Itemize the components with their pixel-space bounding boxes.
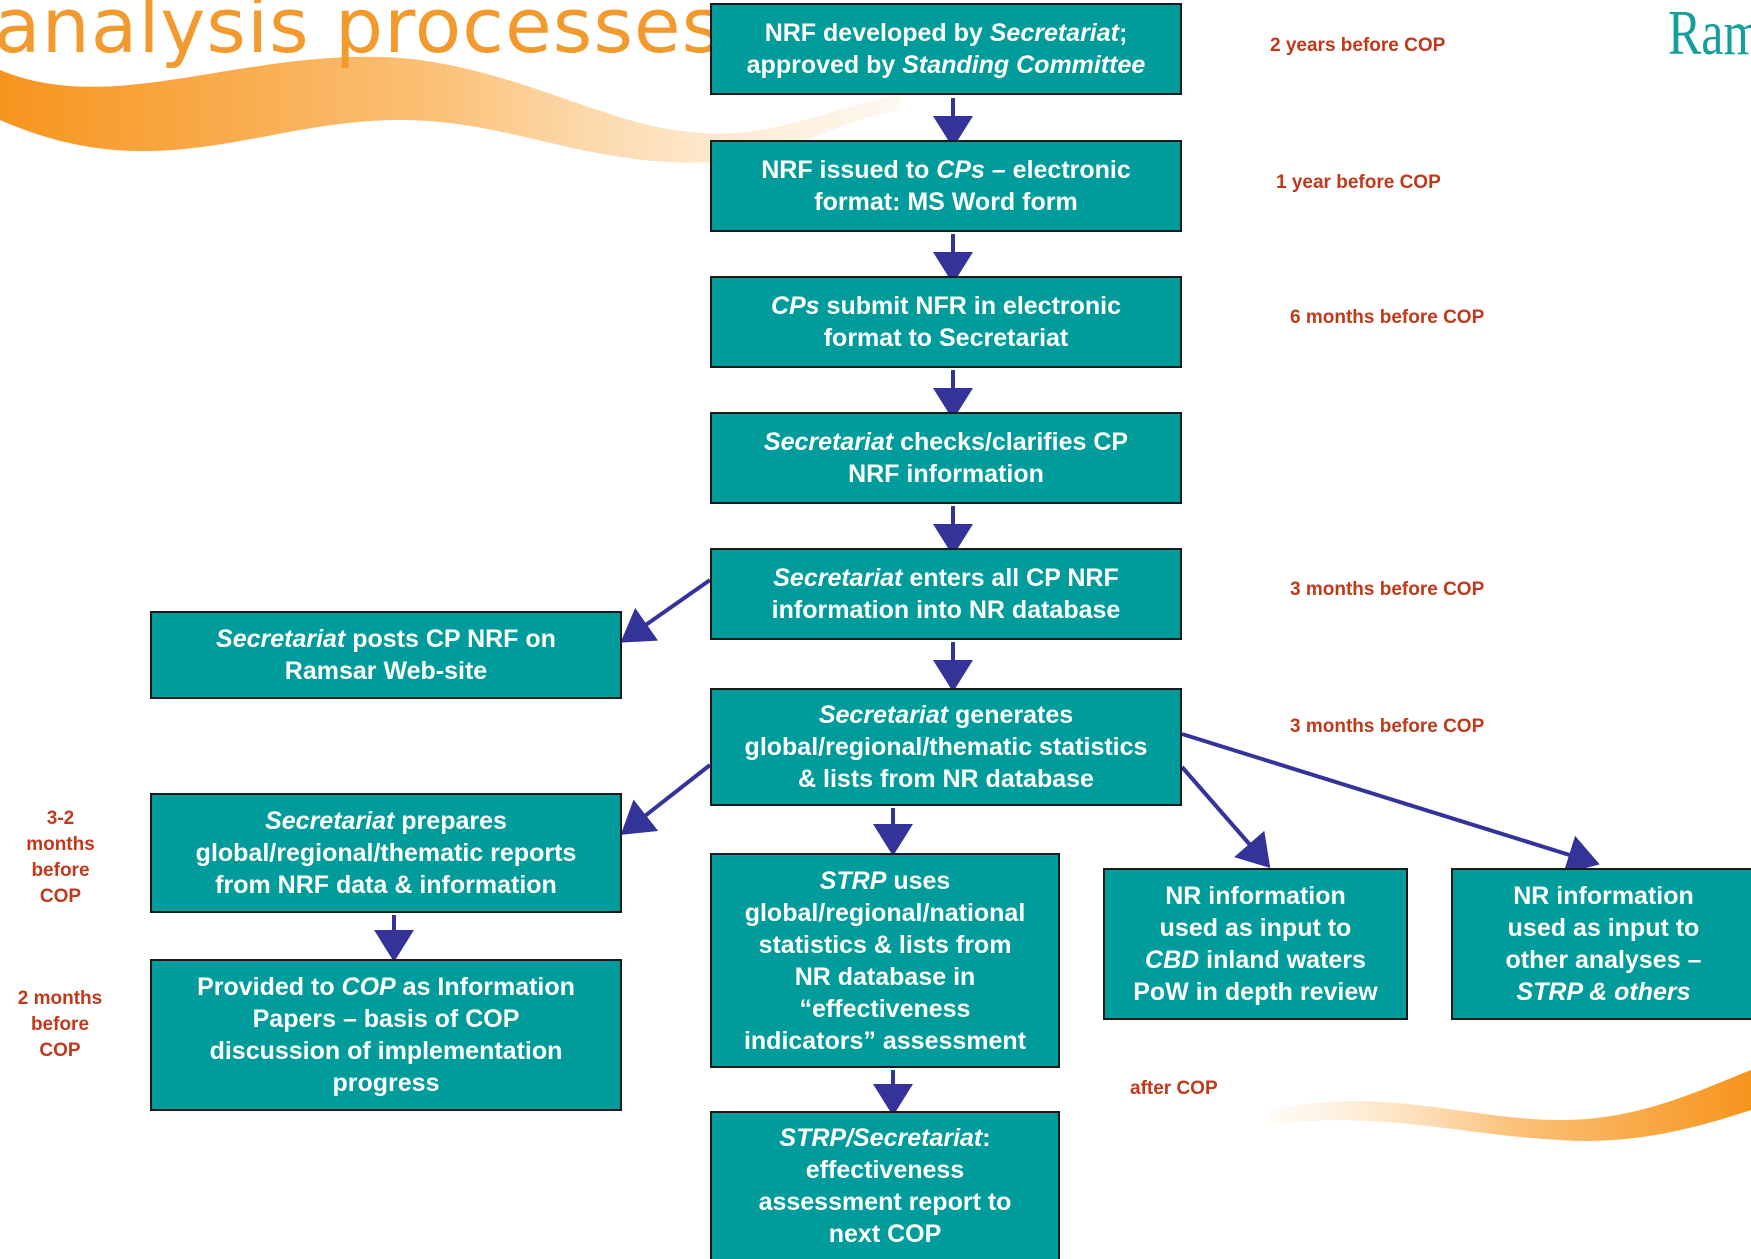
timing-label-t4: 3 months before COP xyxy=(1290,579,1485,600)
timing-label-t5: 3 months before COP xyxy=(1290,716,1485,737)
step-strp-uses: STRP uses global/regional/national stati… xyxy=(710,853,1060,1068)
step-nrf-developed: NRF developed by Secretariat; approved b… xyxy=(710,3,1182,95)
page-title: analysis processes xyxy=(0,0,723,70)
step-cps-submit: CPs submit NFR in electronic format to S… xyxy=(710,276,1182,368)
arrow-b5-b6 xyxy=(620,578,712,643)
arrow-b7-b8 xyxy=(620,763,712,835)
step-secretariat-enters: Secretariat enters all CP NRF informatio… xyxy=(710,548,1182,640)
arrow-b7-b11 xyxy=(1180,765,1271,869)
step-secretariat-prepares: Secretariat prepares global/regional/the… xyxy=(150,793,622,913)
step-provided-to-cop: Provided to COP as Information Papers – … xyxy=(150,959,622,1111)
timing-label-t3: 6 months before COP xyxy=(1290,307,1485,328)
timing-label-t1: 2 years before COP xyxy=(1270,35,1446,56)
step-effectiveness-report: STRP/Secretariat: effectiveness assessme… xyxy=(710,1111,1060,1259)
step-secretariat-checks: Secretariat checks/clarifies CP NRF info… xyxy=(710,412,1182,504)
timing-label-t8: after COP xyxy=(1130,1078,1218,1099)
ramsar-logo: Ram xyxy=(1668,0,1751,68)
arrow-b7-b12 xyxy=(1181,732,1600,874)
timing-label-t7: 2 months before COP xyxy=(17,988,103,1061)
step-nrf-issued: NRF issued to CPs – electronic format: M… xyxy=(710,140,1182,232)
step-secretariat-posts: Secretariat posts CP NRF on Ramsar Web-s… xyxy=(150,611,622,699)
step-other-analyses: NR information used as input to other an… xyxy=(1451,868,1751,1020)
timing-label-t6: 3-2 months before COP xyxy=(26,808,95,907)
step-cbd-input: NR information used as input to CBD inla… xyxy=(1103,868,1408,1020)
timing-label-t2: 1 year before COP xyxy=(1276,172,1441,193)
step-secretariat-generates: Secretariat generates global/regional/th… xyxy=(710,688,1182,806)
